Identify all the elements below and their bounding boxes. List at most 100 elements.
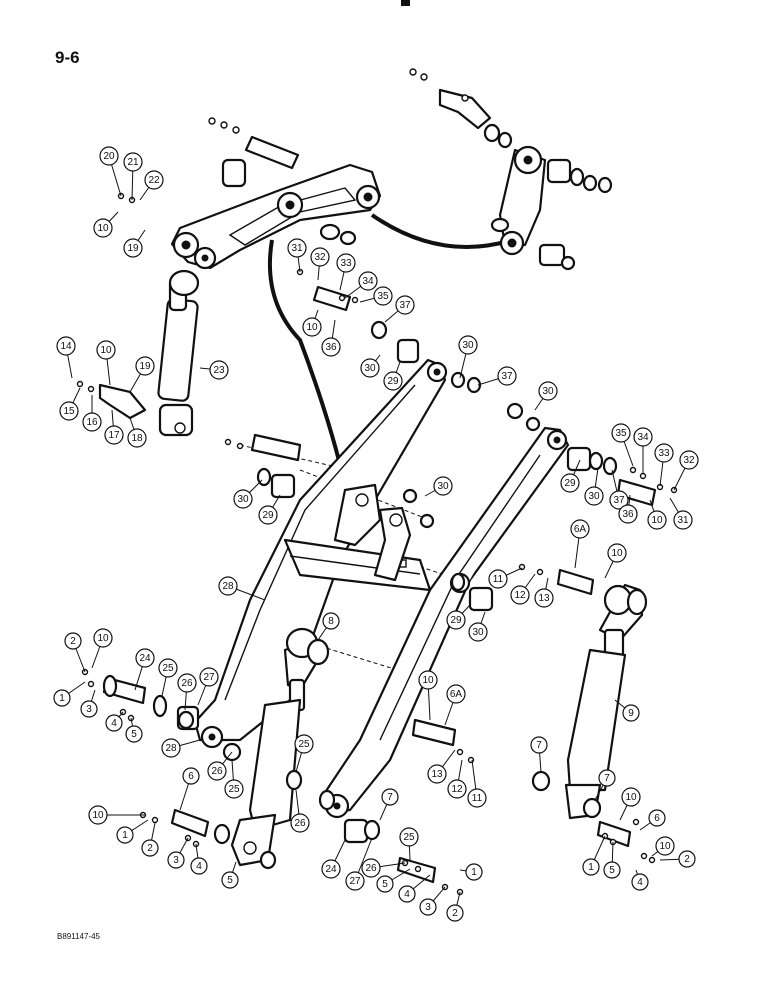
callout-bubble: 25 [158, 658, 178, 678]
callout-label: 33 [340, 258, 352, 269]
callout-label: 28 [165, 743, 177, 754]
callout-bubble: 10 [647, 510, 667, 530]
callout-bubble: 3 [167, 851, 185, 869]
callout-bubble: 5 [125, 725, 143, 743]
callout-label: 5 [227, 875, 233, 886]
callout-circle [631, 873, 649, 891]
callout-bubble: 33 [654, 443, 674, 463]
callout-bubble: 37 [609, 490, 629, 510]
callout-circle [167, 851, 185, 869]
callout-label: 30 [437, 481, 449, 492]
callout-bubble: 23 [209, 360, 229, 380]
callout-circle [82, 412, 102, 432]
callout-circle [233, 489, 253, 509]
callout-circle [398, 885, 416, 903]
callout-label: 6 [188, 771, 194, 782]
callout-bubble: 10 [93, 218, 113, 238]
callout-circle [395, 295, 415, 315]
callout-label: 37 [613, 495, 625, 506]
callout-label: 16 [86, 417, 98, 428]
callout-bubble: 27 [345, 871, 365, 891]
callout-label: 26 [181, 678, 193, 689]
callout-circle [59, 401, 79, 421]
tilt-cylinder-pin [98, 383, 147, 420]
callout-bubble: 35 [373, 286, 393, 306]
callout-bubble: 31 [287, 238, 307, 258]
callout-circle [209, 360, 229, 380]
callout-label: 25 [162, 663, 174, 674]
callout-bubble: 24 [135, 648, 155, 668]
callout-circle [622, 704, 640, 722]
callout-circle [419, 898, 437, 916]
callout-bubble: 11 [467, 788, 487, 808]
callout-label: 5 [131, 729, 137, 740]
bellcrank-top-pin [208, 117, 300, 170]
callout-bubble: 27 [199, 667, 219, 687]
callout-circle [56, 336, 76, 356]
page-number: 9-6 [55, 48, 80, 67]
callout-circle [123, 152, 143, 172]
callout-circle [373, 286, 393, 306]
callout-label: 6A [574, 524, 587, 535]
callout-circle [458, 335, 478, 355]
callout-circle [609, 490, 629, 510]
callout-bubble: 32 [310, 247, 330, 267]
callout-circle [361, 858, 381, 878]
callout-circle [678, 850, 696, 868]
callout-bubble: 26 [361, 858, 381, 878]
callout-label: 36 [325, 342, 337, 353]
callout-label: 30 [472, 627, 484, 638]
callout-circle [465, 863, 483, 881]
callout-bubble: 17 [104, 425, 124, 445]
callout-label: 36 [622, 509, 634, 520]
callout-bubble: 13 [534, 588, 554, 608]
callout-bubble: 30 [468, 622, 488, 642]
callout-bubble: 30 [233, 489, 253, 509]
bellcrank [170, 163, 382, 270]
bushings-and-washers [152, 320, 618, 870]
drawing-id: B891147-45 [57, 932, 100, 941]
callout-label: 2 [147, 843, 153, 854]
callout-label: 10 [422, 675, 434, 686]
callout-circle [177, 673, 197, 693]
callout-bubble: 10 [418, 670, 438, 690]
callout-circle [376, 875, 394, 893]
callout-bubble: 1 [116, 826, 134, 844]
callout-bubble: 37 [497, 366, 517, 386]
callout-label: 37 [501, 371, 513, 382]
callout-circle [570, 519, 590, 539]
callout-circle [321, 859, 341, 879]
callout-leaders [61, 155, 690, 914]
callout-bubble: 30 [538, 381, 558, 401]
callout-bubble: 12 [510, 585, 530, 605]
callout-bubble: 13 [427, 764, 447, 784]
callout-label: 2 [452, 908, 458, 919]
callout-bubble: 29 [560, 473, 580, 493]
callout-bubble: 32 [679, 450, 699, 470]
callout-circle [446, 610, 466, 630]
callout-circle [321, 337, 341, 357]
callout-bubble: 26 [177, 673, 197, 693]
callout-bubble: 26 [207, 761, 227, 781]
callout-bubble: 30 [433, 476, 453, 496]
callout-bubble: 9 [622, 704, 640, 722]
callout-bubble: 5 [376, 875, 394, 893]
callout-bubble: 7 [381, 788, 399, 806]
cylinder-mounting-bracket [333, 483, 412, 582]
callout-label: 26 [365, 863, 377, 874]
callout-circle [96, 340, 116, 360]
callout-label: 22 [148, 175, 160, 186]
callout-circle [510, 585, 530, 605]
callout-label: 3 [425, 902, 431, 913]
callout-label: 24 [139, 653, 151, 664]
callout-circle [258, 505, 278, 525]
callout-label: 34 [362, 276, 374, 287]
callout-bubble: 2 [678, 850, 696, 868]
callout-bubble: 6 [648, 809, 666, 827]
callout-circle [360, 358, 380, 378]
callout-label: 13 [431, 769, 443, 780]
callout-circle [381, 788, 399, 806]
callout-circle [433, 476, 453, 496]
callout-circle [530, 736, 548, 754]
callout-circle [648, 809, 666, 827]
